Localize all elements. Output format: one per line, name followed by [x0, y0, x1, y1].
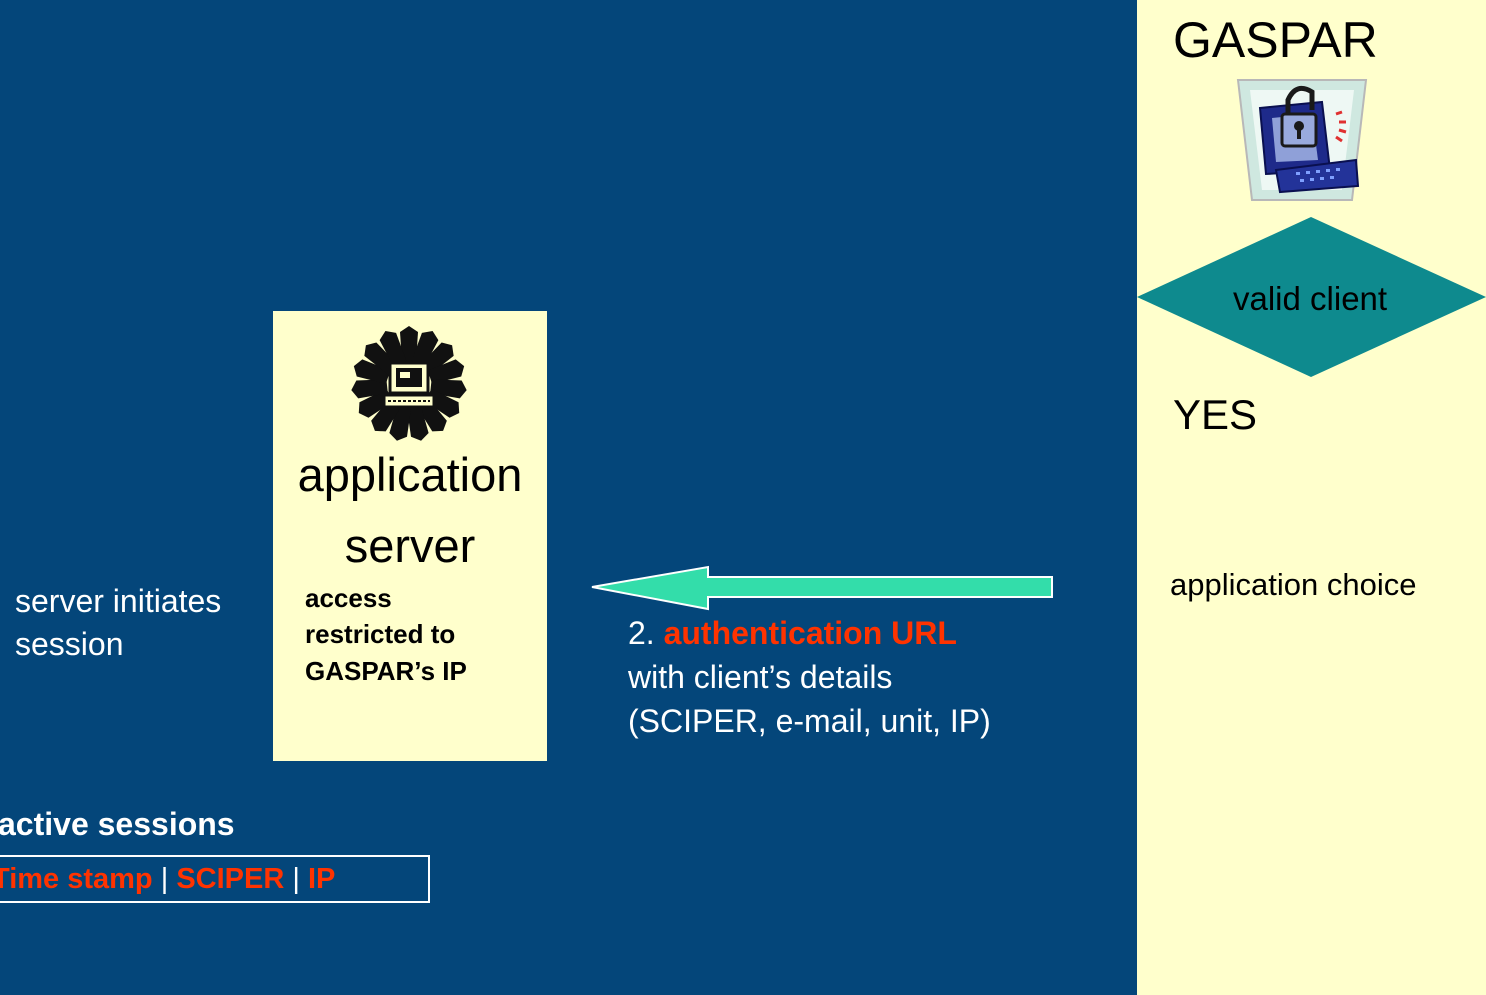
left-arrow-icon [591, 565, 1053, 611]
col-time-stamp: Time stamp [0, 863, 153, 895]
server-initiates-line1: server initiates [15, 583, 222, 619]
server-burst-icon [350, 326, 468, 443]
authentication-url-text: 2. authentication URL with client’s deta… [628, 612, 1108, 743]
col-ip: IP [307, 863, 336, 895]
col-sciper: SCIPER [176, 863, 285, 895]
active-sessions-label: active sessions [0, 806, 235, 842]
yes-label: YES [1173, 391, 1258, 438]
gaspar-title: GASPAR [1173, 12, 1378, 68]
active-sessions-table: Time stamp | SCIPER | IP [0, 855, 430, 903]
application-server-title-line1: application [297, 448, 523, 501]
access-note-line1: access [305, 583, 392, 613]
application-choice-label: application choice [1170, 567, 1417, 602]
auth-step-number: 2. [628, 615, 655, 651]
auth-text-line3: (SCIPER, e-mail, unit, IP) [628, 702, 991, 739]
access-restriction-note: access restricted to GASPAR’s IP [305, 580, 545, 689]
access-note-line2: restricted to [305, 619, 456, 650]
col-separator: | [160, 863, 169, 895]
col-separator: | [292, 863, 300, 895]
application-server-title: application server [273, 440, 547, 581]
valid-client-decision-diamond [1137, 217, 1486, 377]
server-initiates-session-text: server initiates session [15, 580, 265, 666]
auth-text-line2: with client’s details [628, 658, 893, 695]
auth-url-highlight: authentication URL [663, 615, 957, 651]
lock-computer-icon [1236, 79, 1368, 201]
server-initiates-line2: session [15, 626, 124, 663]
application-server-title-line2: server [344, 518, 476, 572]
valid-client-label: valid client [1233, 280, 1388, 317]
auth-text-line1: 2. authentication URL [628, 612, 1108, 656]
access-note-line3: GASPAR’s IP [305, 655, 467, 686]
